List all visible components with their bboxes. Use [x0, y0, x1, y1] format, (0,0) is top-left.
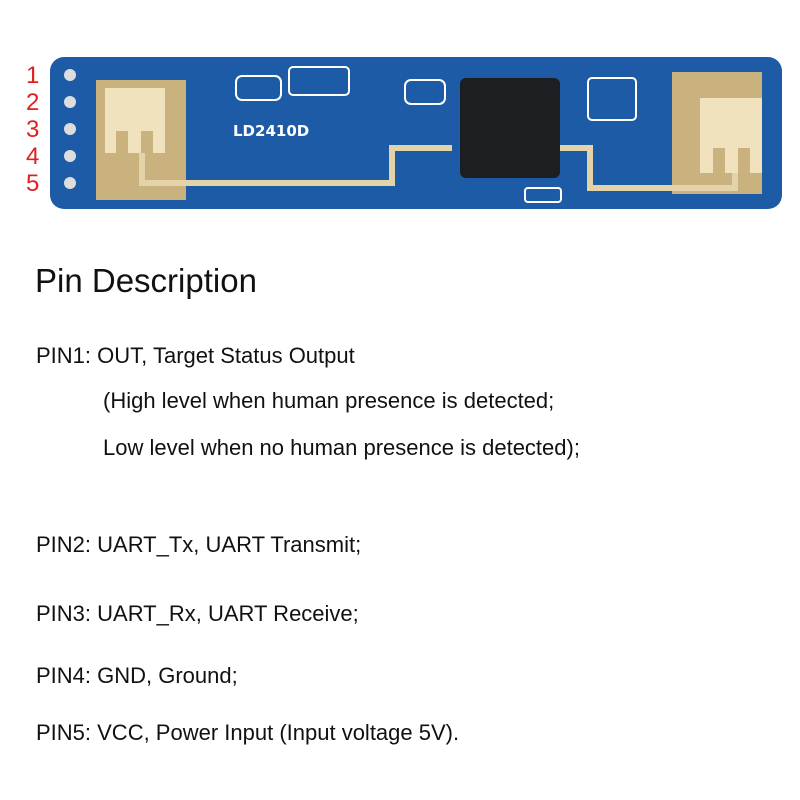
pin1-note: Low level when no human presence is dete…	[103, 435, 580, 460]
component-outline	[235, 75, 282, 101]
pin1-description: PIN1: OUT, Target Status Output	[36, 343, 355, 368]
ld2410d-board-image: LD2410D	[50, 57, 782, 209]
left-antenna	[105, 88, 165, 153]
pin2-description: PIN2: UART_Tx, UART Transmit;	[36, 532, 362, 557]
pcb	[50, 57, 782, 209]
component-outline	[288, 66, 350, 96]
model-label: LD2410D	[233, 122, 309, 140]
left-trace	[139, 145, 452, 186]
pin-number: 3	[26, 116, 40, 143]
pin5-description: PIN5: VCC, Power Input (Input voltage 5V…	[36, 720, 460, 745]
chip	[460, 78, 560, 178]
component-outline	[587, 77, 637, 121]
pin-number: 4	[26, 143, 40, 170]
header-pins	[64, 69, 76, 189]
pin3-description: PIN3: UART_Rx, UART Receive;	[36, 601, 359, 626]
component-outline	[404, 79, 446, 105]
page-title: Pin Description	[35, 262, 257, 299]
pin-number: 5	[26, 170, 40, 197]
pin-number: 2	[26, 89, 40, 116]
right-trace	[560, 145, 738, 191]
pin4-description: PIN4: GND, Ground;	[36, 663, 238, 688]
right-antenna	[700, 98, 762, 173]
pin-number: 1	[26, 62, 40, 89]
component-outline	[524, 187, 562, 203]
pin1-note: (High level when human presence is detec…	[103, 388, 555, 413]
